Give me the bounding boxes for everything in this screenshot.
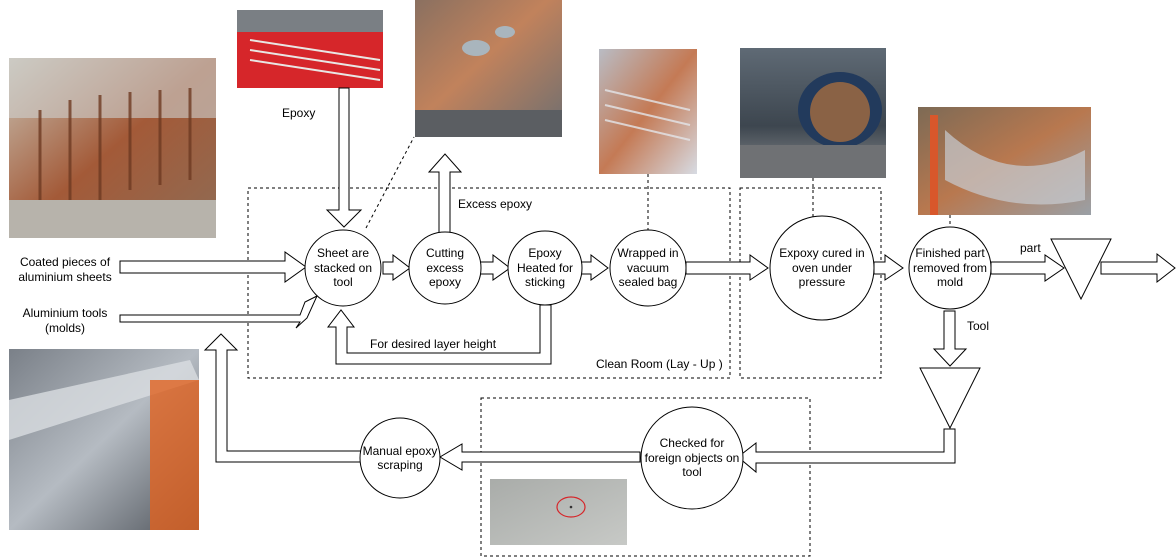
storage-triangle-tool: [919, 367, 981, 430]
arrow-exit: [1100, 252, 1176, 284]
node-wrap-label: Wrapped in vacuum sealed bag: [617, 246, 679, 290]
label-tool: Tool: [967, 319, 990, 333]
inspection-region: [480, 397, 811, 557]
photo-vacuum-bag: [599, 49, 697, 174]
label-excess-epoxy: Excess epoxy: [458, 197, 533, 211]
node-heat-circle: [507, 230, 583, 306]
label-clean-room: Clean Room (Lay - Up ): [596, 357, 723, 371]
arrow-scrape-return: [203, 333, 362, 463]
node-scrape-label: Manual epoxy scraping: [362, 443, 438, 473]
node-stack-circle: [304, 229, 382, 307]
label-epoxy: Epoxy: [282, 106, 316, 120]
arrow-tools-to-stack: [119, 294, 319, 329]
node-checked-label: Checked for foreign objects on tool: [644, 436, 740, 480]
node-finished-circle: [908, 226, 992, 310]
photo-coated-sheets: [9, 58, 216, 238]
node-cure-circle: [769, 215, 875, 321]
label-layer-height: For desired layer height: [370, 337, 497, 351]
arrow-cure-to-finished: [873, 254, 904, 281]
node-cure-label: Expoxy cured in oven under pressure: [779, 246, 865, 290]
photo-epoxy-film: [237, 10, 383, 88]
arrow-excess-up: [427, 153, 463, 237]
arrow-tool-to-checked: [737, 428, 956, 474]
photo-oven: [740, 48, 886, 178]
photo-inspection: [490, 479, 627, 545]
arrow-finished-to-store: [990, 254, 1065, 282]
node-cut-label: Cutting excess epoxy: [425, 246, 465, 290]
node-scrape-circle: [359, 417, 441, 499]
node-heat-label: Epoxy Heated for sticking: [516, 246, 574, 290]
photo-finished-part: [918, 107, 1091, 215]
label-part: part: [1020, 241, 1041, 255]
arrow-coated-to-stack: [119, 251, 307, 283]
arrow-finished-to-tool: [932, 310, 968, 367]
label-coated-sheets: Coated pieces of aluminium sheets: [18, 255, 112, 284]
node-stack-label: Sheet are stacked on tool: [313, 246, 373, 290]
node-finished-label: Finished part removed from mold: [912, 246, 988, 290]
photo-molds: [9, 349, 199, 530]
oven-region: [739, 187, 882, 379]
arrow-cut-to-heat: [479, 253, 511, 281]
arrow-epoxy-down: [325, 87, 363, 228]
label-aluminium-tools: Aluminium tools (molds): [22, 306, 108, 335]
callout-layup-line: [365, 136, 415, 229]
arrow-stack-to-cut: [382, 253, 411, 281]
arrow-checked-to-scrape: [439, 443, 641, 471]
clean-room-region: [247, 187, 731, 379]
storage-triangle-part: [1050, 238, 1112, 301]
arrow-layer-loop: [326, 304, 552, 365]
arrow-wrap-to-cure: [685, 254, 769, 281]
node-wrap-circle: [609, 229, 687, 307]
node-cut-circle: [408, 231, 482, 305]
node-checked-circle: [640, 406, 744, 510]
photo-layup: [415, 0, 562, 137]
